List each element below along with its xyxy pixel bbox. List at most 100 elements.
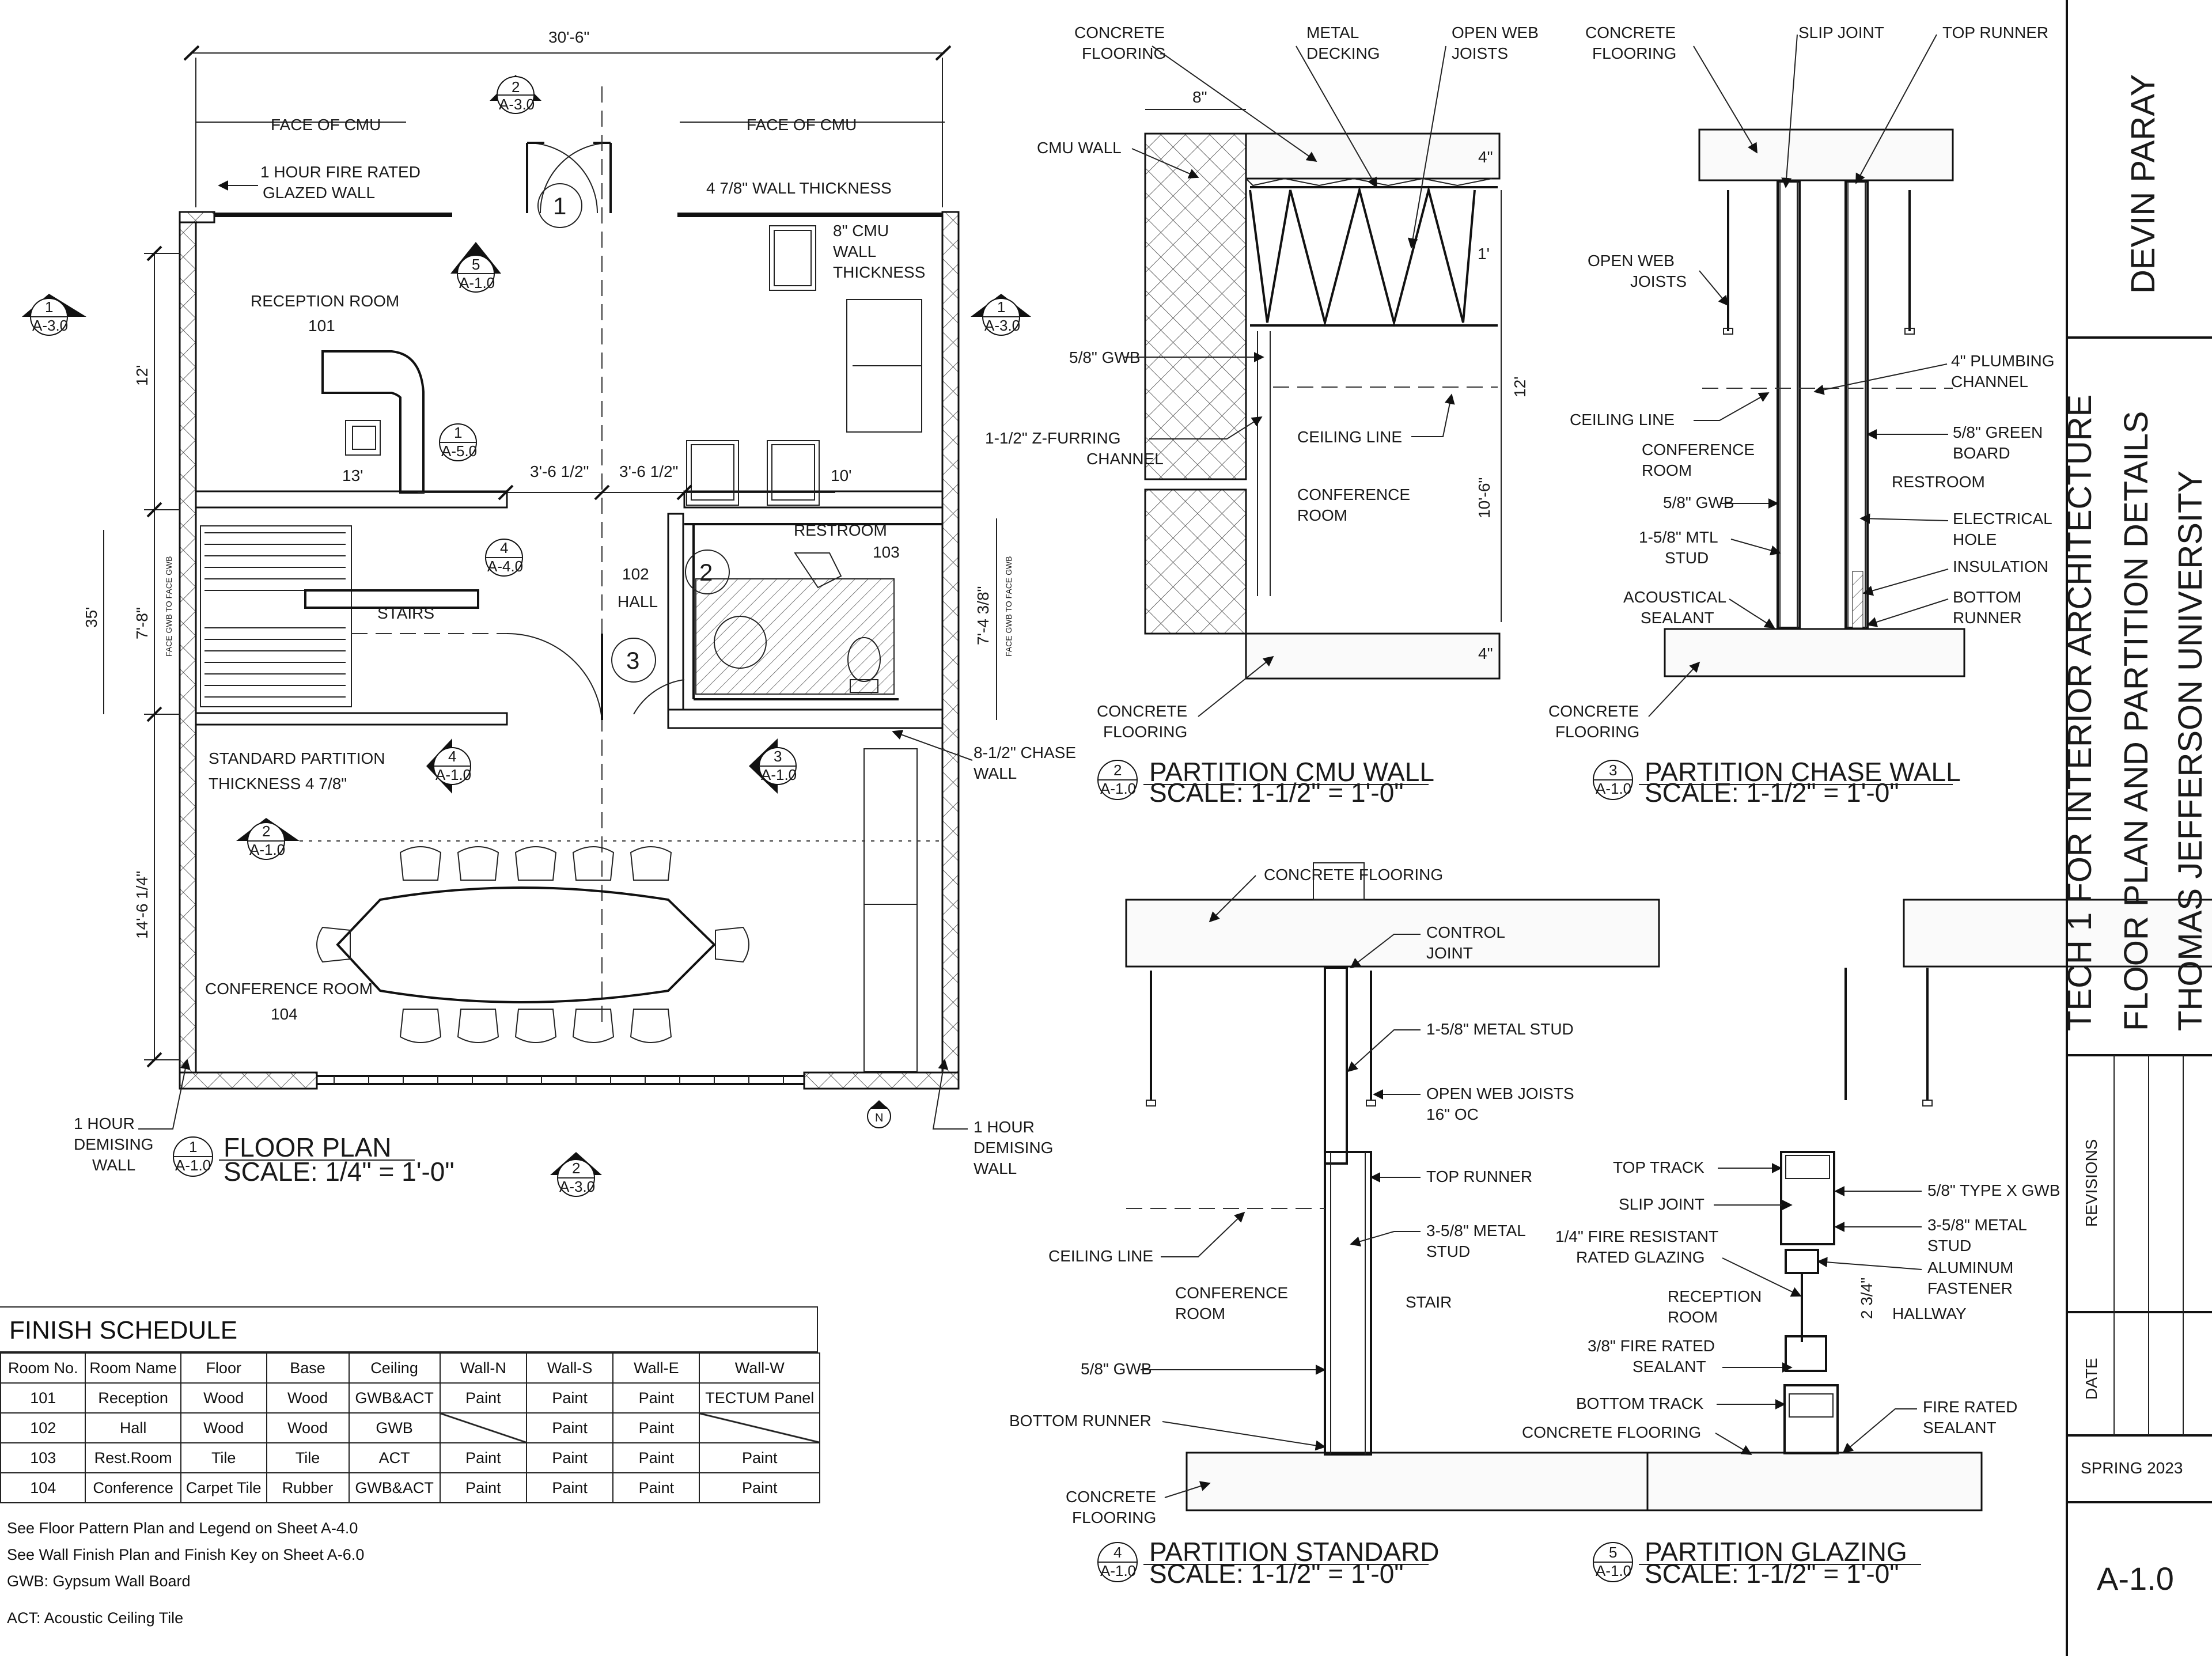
door-tag-3: 3 <box>626 647 639 674</box>
d5-concrete-flooring: CONCRETE FLOORING <box>1522 1423 1701 1441</box>
dim-7-8: 7'-8" <box>133 607 151 639</box>
d2-zfur-1: 1-1/2" Z-FURRING <box>985 429 1121 447</box>
floor-plan-title-block: 1 A-1.0 FLOOR PLAN SCALE: 1/4" = 1'-0" <box>173 1132 454 1187</box>
d5-top-track: TOP TRACK <box>1613 1158 1705 1176</box>
dim-14-6: 14'-6 1/4" <box>133 871 151 939</box>
door-tag-1: 1 <box>553 192 566 219</box>
d2-ceiling-line: CEILING LINE <box>1297 428 1402 446</box>
d5-alum-1: ALUMINUM <box>1927 1259 2013 1276</box>
cell: Reception <box>85 1382 181 1414</box>
detail-5-glazing: TOP TRACK 5/8" TYPE X GWB SLIP JOINT 3-5… <box>1522 899 2212 1589</box>
sheet-number: A-1.0 <box>2097 1560 2174 1597</box>
cell: Wood <box>266 1412 350 1443</box>
svg-text:A-1.0: A-1.0 <box>1596 780 1631 797</box>
cell: GWB <box>348 1412 441 1443</box>
cell: Wood <box>180 1382 267 1414</box>
d3-elec-1: ELECTRICAL <box>1953 510 2052 528</box>
note-wall-finish: See Wall Finish Plan and Finish Key on S… <box>7 1546 365 1563</box>
d2-concrete-b1: CONCRETE <box>1097 702 1187 720</box>
d5-stud-1: 3-5/8" METAL <box>1927 1216 2027 1234</box>
face-gwb-left: FACE GWB TO FACE GWB <box>164 556 173 657</box>
title-block: DEVIN PARAY TECH 1 FOR INTERIOR ARCHITEC… <box>2061 0 2212 1656</box>
d5-alum-2: FASTENER <box>1927 1279 2013 1297</box>
note-floor-pattern: See Floor Pattern Plan and Legend on She… <box>7 1519 358 1537</box>
dim-10: 10' <box>831 467 852 484</box>
d2-concrete-2: FLOORING <box>1082 44 1166 62</box>
cell: Paint <box>612 1472 700 1503</box>
callout-1-a30-right[interactable]: 1A-3.0 <box>971 294 1031 336</box>
door-tag-2: 2 <box>699 559 713 586</box>
demising-right-l3: WALL <box>974 1159 1017 1177</box>
d3-scale: SCALE: 1-1/2" = 1'-0" <box>1645 778 1899 808</box>
d5-dim: 2 3/4" <box>1858 1278 1876 1319</box>
cell: Paint <box>612 1442 700 1473</box>
restroom-name: RESTROOM <box>794 521 887 539</box>
callout-2-a30-bottom[interactable]: 2A-3.0 <box>550 1152 602 1197</box>
d3-top-runner: TOP RUNNER <box>1942 24 2048 41</box>
callout-1-a50[interactable]: 1A-5.0 <box>439 423 477 461</box>
date-label: DATE <box>2082 1358 2100 1400</box>
d3-insulation: INSULATION <box>1953 558 2048 575</box>
d3-title: PARTITION CHASE WALL <box>1645 757 1961 787</box>
callout-2-a10[interactable]: 2A-1.0 <box>236 818 300 860</box>
callout-2-a30-top[interactable]: 2A-3.0 <box>490 75 541 114</box>
d2-title: PARTITION CMU WALL <box>1149 757 1434 787</box>
d5-glazing-2: RATED GLAZING <box>1576 1248 1705 1266</box>
cmu-thick-l3: THICKNESS <box>833 263 925 281</box>
svg-text:A-1.0: A-1.0 <box>175 1157 211 1174</box>
d2-concrete-1: CONCRETE <box>1074 24 1165 41</box>
d3-acoustic-1: ACOUSTICAL <box>1623 588 1726 606</box>
cell: Paint <box>612 1412 700 1443</box>
d3-slip-joint: SLIP JOINT <box>1798 24 1884 41</box>
cell: GWB&ACT <box>348 1382 441 1414</box>
demising-left-l1: 1 HOUR <box>74 1115 135 1132</box>
callout-3-a10[interactable]: 3A-1.0 <box>749 738 797 794</box>
d5-fire-1: FIRE RATED <box>1923 1398 2017 1416</box>
cell: Rest.Room <box>85 1442 181 1473</box>
callout-4-a10[interactable]: 4A-1.0 <box>426 738 471 794</box>
hall-number: 102 <box>622 565 649 583</box>
d2-zfur-2: CHANNEL <box>1086 450 1164 468</box>
cell: Tile <box>180 1442 267 1473</box>
course-name: TECH 1 FOR INTERIOR ARCHITECTURE <box>2061 395 2099 1031</box>
svg-text:5: 5 <box>1609 1544 1617 1561</box>
conference-room-name: CONFERENCE ROOM <box>205 980 373 998</box>
detail-4-standard: CONCRETE FLOORING CONTROL JOINT 1-5/8" M… <box>1009 862 1680 1589</box>
svg-text:N: N <box>875 1112 883 1124</box>
cell: Paint <box>439 1442 528 1473</box>
west-wall <box>179 211 197 1089</box>
svg-text:4: 4 <box>448 748 456 765</box>
cell <box>699 1412 820 1443</box>
cell: Paint <box>439 1382 528 1414</box>
cell: 103 <box>0 1442 86 1473</box>
svg-text:3: 3 <box>774 748 782 765</box>
d3-owj-2: JOISTS <box>1630 272 1687 290</box>
dim-7-4: 7'-4 3/8" <box>974 586 992 645</box>
d3-bottom-1: BOTTOM <box>1953 588 2021 606</box>
callout-5-a10[interactable]: 5A-1.0 <box>450 242 501 293</box>
floor-plan-scale: SCALE: 1/4" = 1'-0" <box>224 1157 454 1187</box>
cell: TECTUM Panel <box>699 1382 820 1414</box>
d2-metal-1: METAL <box>1306 24 1359 41</box>
face-cmu-left: FACE OF CMU <box>271 116 381 134</box>
cell: Paint <box>612 1382 700 1414</box>
d5-sealant-2: SEALANT <box>1633 1358 1706 1375</box>
designer-name: DEVIN PARAY <box>2124 74 2162 294</box>
detail-3-chase-wall: CONCRETE FLOORING SLIP JOINT TOP RUNNER … <box>1548 24 2055 808</box>
callout-1-a30-left[interactable]: 1A-3.0 <box>22 294 86 336</box>
svg-text:1: 1 <box>997 298 1005 316</box>
note-gwb: GWB: Gypsum Wall Board <box>7 1572 191 1590</box>
fire-glazed-l2: GLAZED WALL <box>263 184 375 202</box>
chase-wall-l1: 8-1/2" CHASE <box>974 744 1076 761</box>
callout-4-a40[interactable]: 4A-4.0 <box>485 539 523 577</box>
col-wall-n: Wall-N <box>439 1352 528 1384</box>
d4-concrete-b2: FLOORING <box>1072 1509 1156 1526</box>
demising-right-l2: DEMISING <box>974 1139 1053 1157</box>
cell: Wood <box>180 1412 267 1443</box>
d4-control-2: JOINT <box>1426 944 1473 962</box>
cell: 104 <box>0 1472 86 1503</box>
cell: Paint <box>526 1442 614 1473</box>
